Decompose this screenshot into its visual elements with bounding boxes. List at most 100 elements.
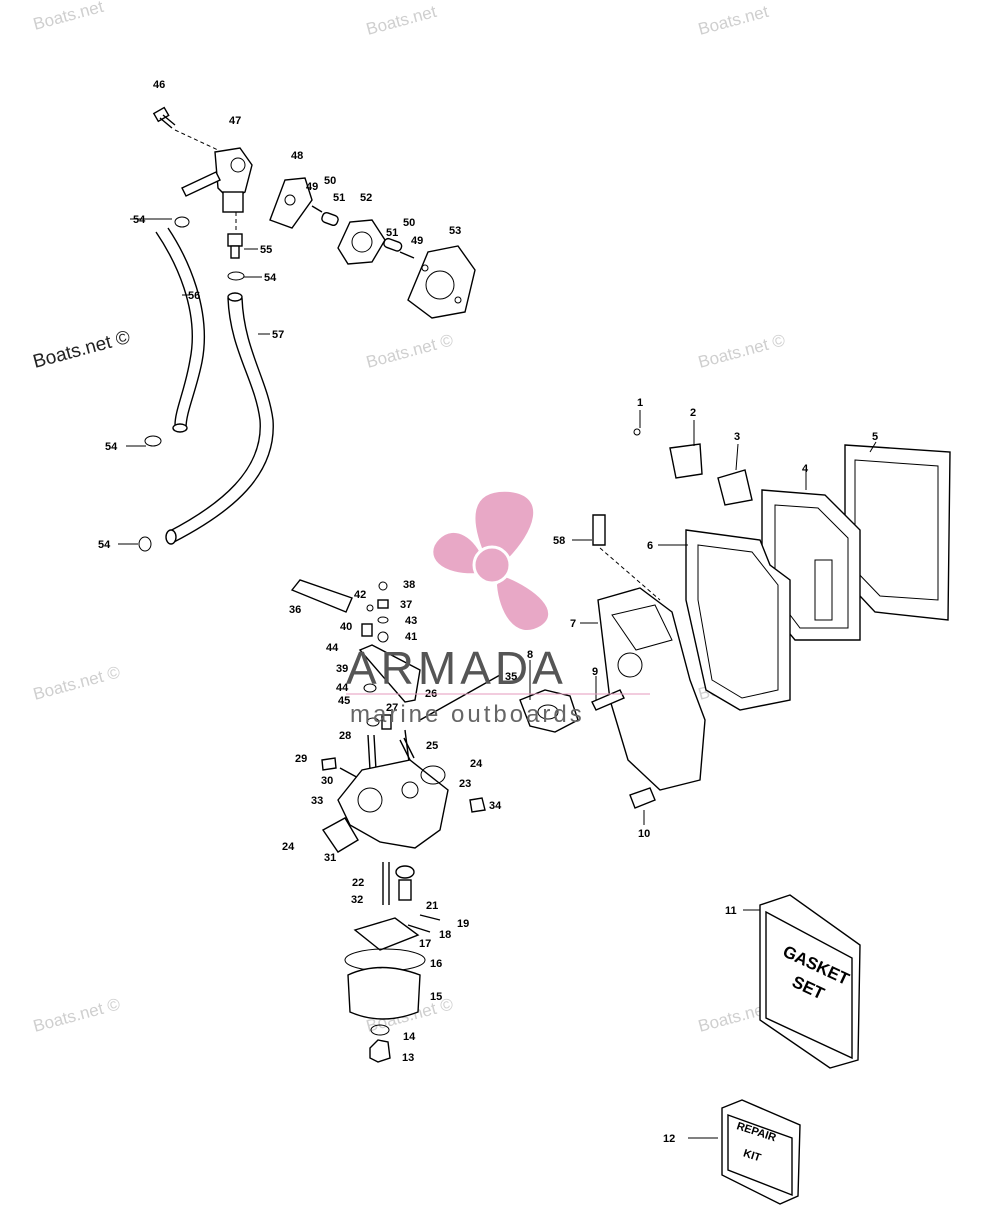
- part-label-58: 58: [553, 535, 565, 547]
- part-label-42: 42: [354, 589, 366, 601]
- part-label-17: 17: [419, 938, 431, 950]
- reed-intake-group: [519, 428, 951, 809]
- reed-plate-2-drawing: [669, 443, 703, 479]
- float-17-drawing: [353, 917, 420, 951]
- hose-57-outline-b: [173, 297, 274, 543]
- screw-29-drawing: [321, 757, 337, 771]
- part-label-35: 35: [505, 671, 517, 683]
- repair-kit-box: REPAIR KIT: [721, 1099, 801, 1205]
- part-label-34: 34: [489, 800, 502, 812]
- part-label-24: 24: [282, 841, 295, 853]
- part-label-19: 19: [457, 918, 469, 930]
- part-label-15: 15: [430, 991, 442, 1003]
- part-label-48: 48: [291, 150, 303, 162]
- part-label-6: 6: [647, 540, 653, 552]
- watermark: Boats.net ©: [31, 994, 122, 1036]
- fuel-pump-plates-drawing: [269, 177, 476, 319]
- spring-18-drawing: [407, 924, 431, 933]
- gasket-8-drawing: [519, 689, 579, 733]
- carburetor-body-33-drawing: [337, 759, 449, 849]
- part-label-50: 50: [403, 217, 415, 229]
- seat-22-drawing: [395, 865, 415, 879]
- lever-39-drawing: [358, 644, 421, 703]
- nozzle-32-drawing: [382, 862, 390, 905]
- part-label-43: 43: [405, 615, 417, 627]
- part-label-22: 22: [352, 877, 364, 889]
- washer-14-drawing: [370, 1024, 390, 1036]
- watermark-dark: Boats.net ©: [31, 327, 133, 373]
- part-label-29: 29: [295, 753, 307, 765]
- hose-56-end: [172, 423, 188, 433]
- intake-manifold-7-drawing: [597, 587, 706, 791]
- part-label-37: 37: [400, 599, 412, 611]
- part-label-7: 7: [570, 618, 576, 630]
- part-label-38: 38: [403, 579, 415, 591]
- plate-31-drawing: [321, 817, 359, 853]
- part-label-50: 50: [324, 175, 336, 187]
- part-label-23: 23: [459, 778, 471, 790]
- part-label-45: 45: [338, 695, 350, 707]
- part-label-51: 51: [386, 227, 398, 239]
- bolt-10-drawing: [629, 787, 656, 809]
- part-label-49: 49: [411, 235, 423, 247]
- clamp-drawing: [174, 216, 190, 228]
- gasket-6-drawing: [685, 529, 791, 711]
- part-label-28: 28: [339, 730, 351, 742]
- fuel-fitting-47-drawing: [181, 147, 253, 213]
- nut-13-drawing: [369, 1039, 391, 1063]
- part-label-46: 46: [153, 79, 165, 91]
- part-label-18: 18: [439, 929, 451, 941]
- brand-tagline: marine outboards: [350, 701, 585, 728]
- part-label-54: 54: [133, 214, 146, 226]
- part-label-30: 30: [321, 775, 333, 787]
- watermark: Boats.net: [696, 2, 771, 39]
- fuel-pump-group: [138, 106, 476, 552]
- watermark: Boats.net ©: [364, 330, 455, 372]
- fitting-55-drawing: [227, 212, 245, 281]
- part-label-51: 51: [333, 192, 345, 204]
- float-bowl-15-drawing: [347, 966, 421, 1020]
- clip-42-drawing: [366, 604, 374, 612]
- clamp-drawing: [144, 435, 162, 447]
- part-label-5: 5: [872, 431, 878, 443]
- part-label-9: 9: [592, 666, 598, 678]
- part-label-10: 10: [638, 828, 650, 840]
- nut-34-drawing: [469, 797, 486, 813]
- screw-38-drawing: [378, 581, 388, 591]
- propeller-icon: [433, 491, 548, 630]
- part-label-47: 47: [229, 115, 241, 127]
- hose-56-outline-b: [167, 227, 206, 429]
- brand-name: ARMADA: [346, 642, 567, 694]
- link-40-drawing: [361, 623, 373, 637]
- screw-46-drawing: [152, 106, 176, 129]
- part-label-31: 31: [324, 852, 336, 864]
- link-rod-35-drawing: [419, 674, 501, 721]
- part-label-41: 41: [405, 631, 417, 643]
- watermark: Boats.net: [364, 2, 439, 39]
- part-label-2: 2: [690, 407, 696, 419]
- needle-28-drawing: [367, 734, 377, 771]
- part-label-3: 3: [734, 431, 740, 443]
- nut-41-drawing: [377, 631, 389, 643]
- part-label-44: 44: [336, 682, 349, 694]
- part-label-57: 57: [272, 329, 284, 341]
- part-label-21: 21: [426, 900, 438, 912]
- carburetor-group: [290, 579, 501, 1063]
- primer-36-drawing: [290, 579, 353, 613]
- part-label-16: 16: [430, 958, 442, 970]
- watermark: Boats.net ©: [696, 330, 787, 372]
- screw-1-drawing: [633, 428, 641, 436]
- part-label-54: 54: [98, 539, 111, 551]
- hose-57-outline-a: [167, 297, 261, 533]
- part-label-12: 12: [663, 1133, 675, 1145]
- armada-logo: ARMADA marine outboards: [346, 491, 650, 728]
- watermark: Boats.net: [31, 0, 106, 34]
- part-label-4: 4: [802, 463, 809, 475]
- part-label-14: 14: [403, 1031, 416, 1043]
- part-label-40: 40: [340, 621, 352, 633]
- part-label-1: 1: [637, 397, 643, 409]
- part-label-54: 54: [105, 441, 118, 453]
- clamp-drawing: [138, 536, 152, 552]
- diaphragm-23-drawing: [420, 765, 446, 785]
